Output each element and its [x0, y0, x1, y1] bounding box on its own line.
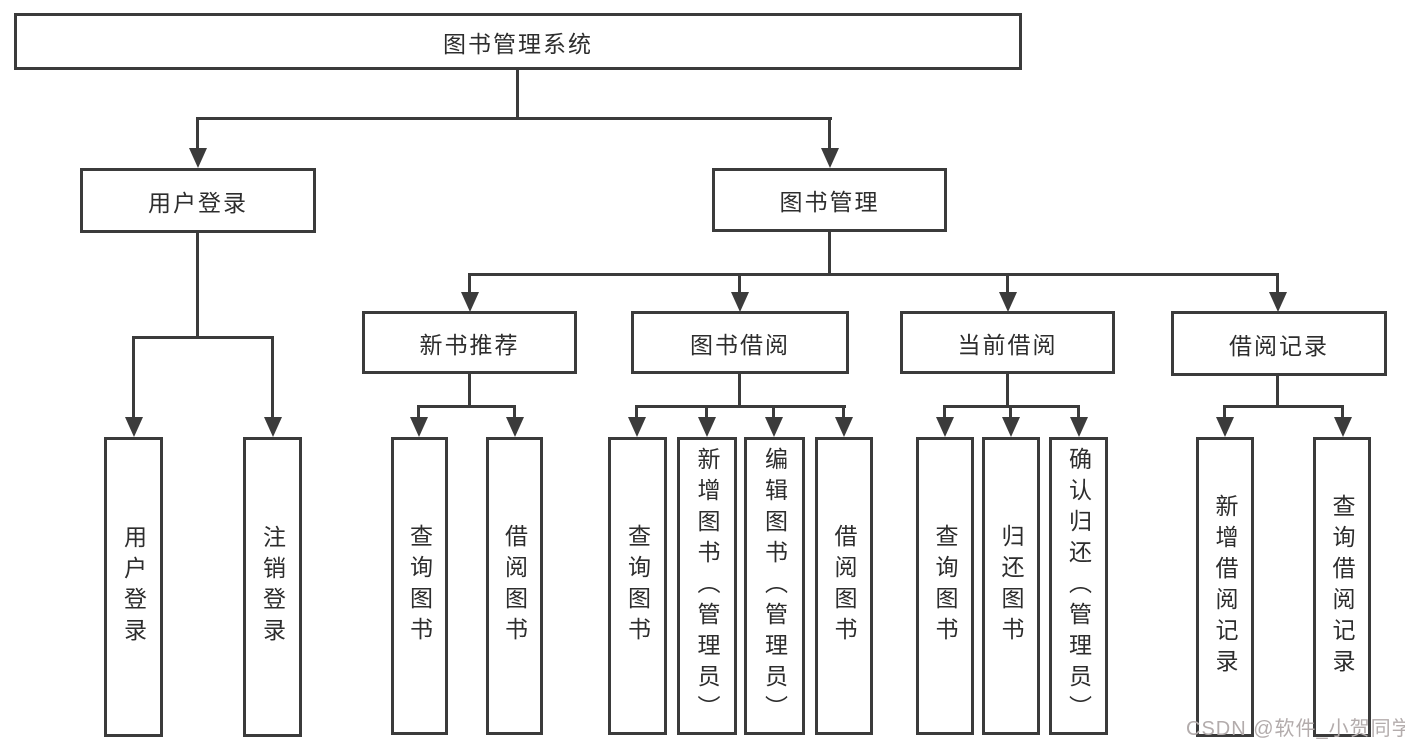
- arrow-to-book-borrowing: [731, 273, 749, 312]
- arrow-to-borrow-books-1: [506, 405, 524, 437]
- arrow-to-leaf-logout: [264, 336, 282, 437]
- arrow-to-user-login: [189, 117, 207, 168]
- node-library-system: 图书管理系统: [14, 13, 1022, 70]
- arrow-to-query-record: [1334, 405, 1352, 437]
- arrow-to-new-book: [461, 273, 479, 312]
- connector-root-rail: [196, 117, 832, 120]
- arrow-to-borrow-books-2: [835, 405, 853, 437]
- leaf-query-books-newrec: 查询图书: [391, 437, 448, 735]
- node-new-book-recommendation: 新书推荐: [362, 311, 577, 374]
- connector-book-mgmt-rail: [468, 273, 1279, 276]
- node-book-management: 图书管理: [712, 168, 947, 232]
- leaf-logout-login: 注销登录: [243, 437, 302, 737]
- connector-new-book-stem: [468, 374, 471, 405]
- arrow-to-query-books-2: [628, 405, 646, 437]
- connector-current-borrow-stem: [1006, 374, 1009, 405]
- connector-book-mgmt-stem: [828, 232, 831, 273]
- arrow-to-query-books-3: [936, 405, 954, 437]
- arrow-to-query-books-1: [410, 405, 428, 437]
- leaf-query-borrow-record: 查询借阅记录: [1313, 437, 1371, 737]
- arrow-to-borrow-records: [1269, 273, 1287, 312]
- arrow-to-confirm-return: [1070, 405, 1088, 437]
- connector-book-borrow-rail: [635, 405, 846, 408]
- leaf-confirm-return-admin: 确认归还（管理员）: [1049, 437, 1108, 735]
- leaf-add-borrow-record: 新增借阅记录: [1196, 437, 1254, 737]
- leaf-return-books: 归还图书: [982, 437, 1040, 735]
- connector-user-login-stem: [196, 233, 199, 336]
- node-borrowing-records: 借阅记录: [1171, 311, 1387, 376]
- connector-records-stem: [1276, 376, 1279, 405]
- connector-user-login-rail: [132, 336, 274, 339]
- arrow-to-return-books: [1002, 405, 1020, 437]
- csdn-watermark: CSDN @软件_小贺同学: [1186, 718, 1405, 740]
- leaf-borrow-books-borrow: 借阅图书: [815, 437, 873, 735]
- node-user-login: 用户登录: [80, 168, 316, 233]
- arrow-to-add-book: [698, 405, 716, 437]
- arrow-to-edit-book: [765, 405, 783, 437]
- leaf-query-books-borrow: 查询图书: [608, 437, 667, 735]
- arrow-to-book-management: [821, 117, 839, 168]
- connector-new-book-rail: [417, 405, 516, 408]
- arrow-to-leaf-user-login: [125, 336, 143, 437]
- leaf-user-login: 用户登录: [104, 437, 163, 737]
- node-book-borrowing: 图书借阅: [631, 311, 849, 374]
- connector-book-borrow-stem: [738, 374, 741, 405]
- arrow-to-current-borrowing: [999, 273, 1017, 312]
- leaf-borrow-books-newrec: 借阅图书: [486, 437, 543, 735]
- arrow-to-add-record: [1216, 405, 1234, 437]
- connector-records-rail: [1223, 405, 1344, 408]
- connector-root-stem: [516, 70, 519, 117]
- leaf-edit-book-admin: 编辑图书（管理员）: [744, 437, 805, 735]
- leaf-add-book-admin: 新增图书（管理员）: [677, 437, 737, 735]
- leaf-query-books-current: 查询图书: [916, 437, 974, 735]
- node-current-borrowing: 当前借阅: [900, 311, 1115, 374]
